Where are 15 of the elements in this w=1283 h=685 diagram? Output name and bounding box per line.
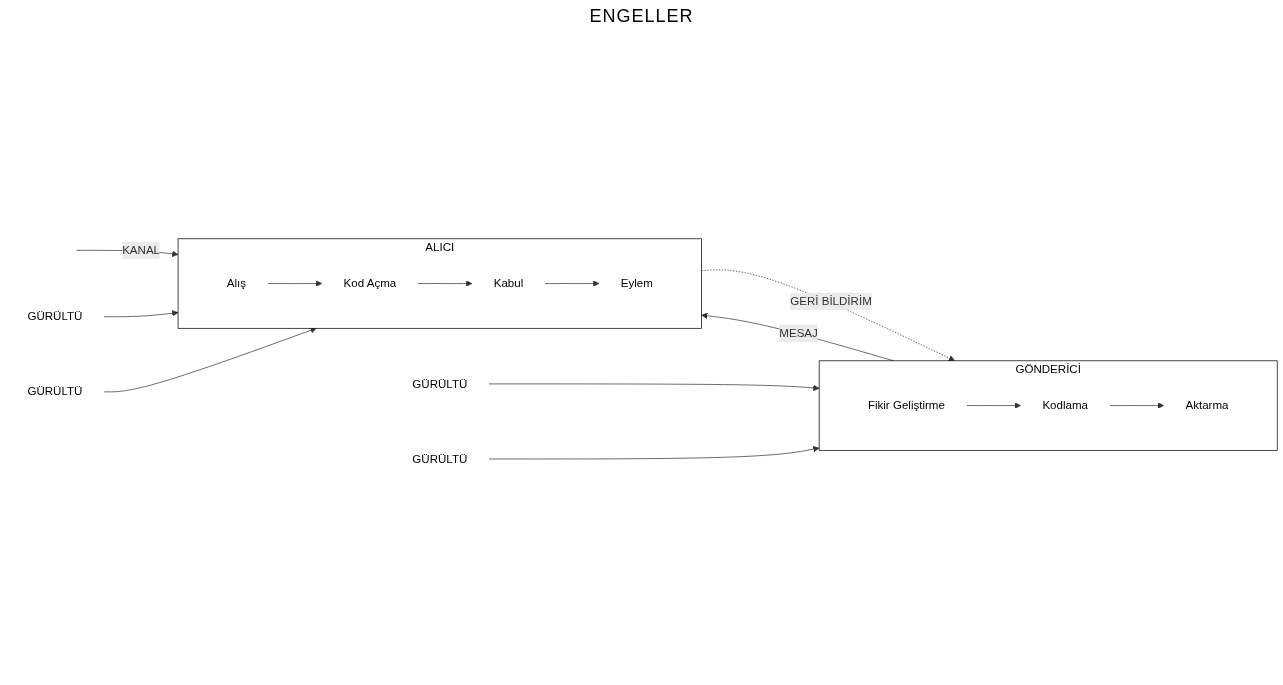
node-text: Kod Açma <box>343 277 397 290</box>
edge-label: MESAJ <box>779 327 818 340</box>
edge-label: GERİ BİLDİRİM <box>790 295 872 308</box>
node-text: GÜRÜLTÜ <box>412 377 468 391</box>
node-text: Kodlama <box>1042 399 1088 412</box>
node-text: GÜRÜLTÜ <box>27 385 83 398</box>
node-text: GÜRÜLTÜ <box>27 310 83 323</box>
edge-label: KANAL <box>122 244 161 257</box>
node-text: Alış <box>226 277 247 290</box>
node-text: Fikir Geliştirme <box>867 399 945 412</box>
node-text: Kabul <box>493 277 524 290</box>
node-text: GÜRÜLTÜ <box>412 452 468 466</box>
node-text: Eylem <box>620 277 653 290</box>
note-text: ENGELLER <box>589 6 694 26</box>
node-text: Aktarma <box>1185 399 1229 412</box>
